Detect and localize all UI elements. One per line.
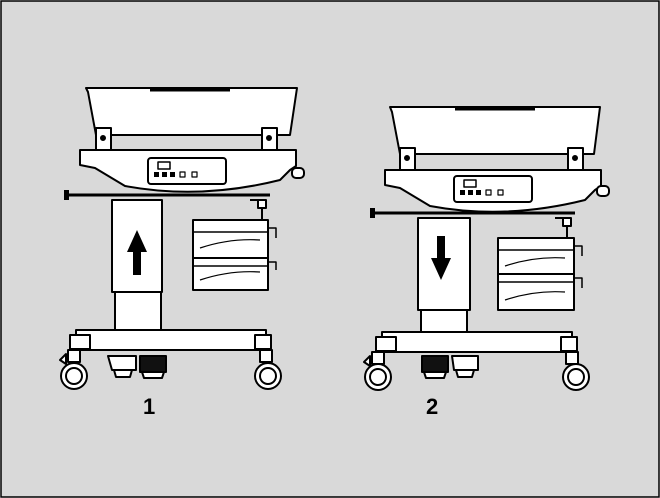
- incubator-unit-1: [59, 87, 305, 390]
- canopy: [389, 106, 601, 155]
- tray-knob: [596, 185, 610, 197]
- caster-mount-left: [371, 351, 385, 365]
- pedal-right: [451, 355, 479, 371]
- pedal-right-pressed: [139, 355, 167, 373]
- column-lower: [114, 291, 162, 331]
- arrow-up-icon: [127, 230, 147, 275]
- tray-knob: [291, 167, 305, 179]
- incubator-unit-2: [363, 106, 610, 391]
- base-frame: [75, 329, 267, 351]
- drawer-top: [192, 219, 269, 259]
- step-label-1: 1: [143, 394, 156, 419]
- base-frame: [381, 331, 573, 353]
- column-lower: [420, 309, 468, 333]
- pedal-left: [107, 355, 137, 371]
- canopy: [85, 87, 298, 136]
- arrow-down-icon: [431, 236, 451, 280]
- step-label-2: 2: [426, 394, 439, 419]
- drawer-top: [497, 237, 575, 275]
- caster-mount-right: [259, 349, 273, 363]
- pedal-left-pressed: [421, 355, 449, 373]
- caster-mount-right: [565, 351, 579, 365]
- drawer-bottom: [497, 273, 575, 311]
- drawer-bottom: [192, 257, 269, 291]
- caster-mount-left: [67, 349, 81, 363]
